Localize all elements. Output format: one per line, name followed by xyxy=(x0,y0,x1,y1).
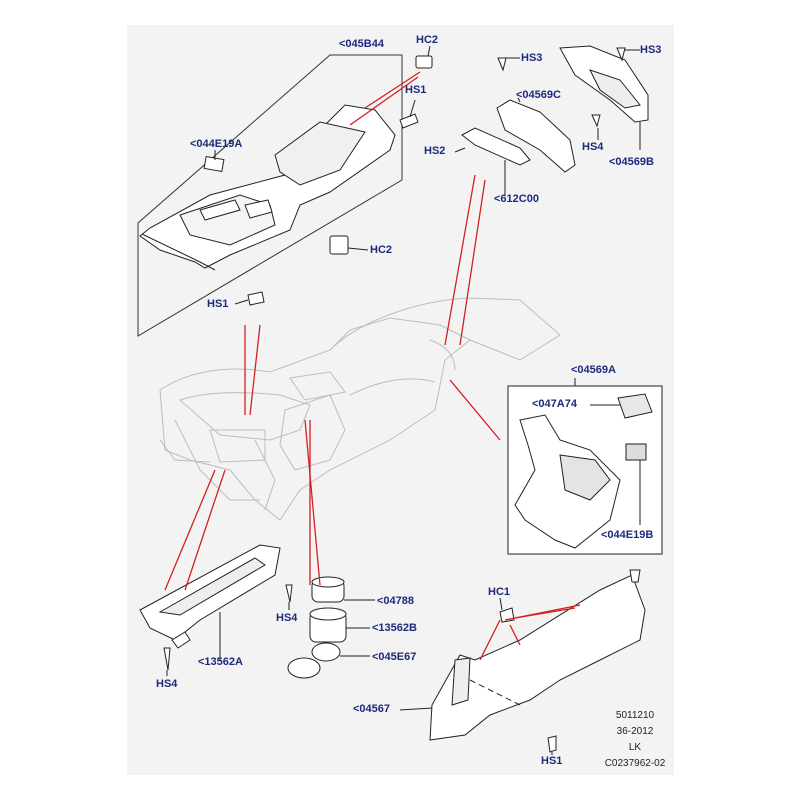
footer-line-2: 36-2012 xyxy=(616,726,654,737)
upper-console-panel xyxy=(137,54,403,337)
footer-line-3: LK xyxy=(628,742,642,753)
callout-hc2-top: HC2 xyxy=(416,34,439,46)
callout-hs4-top: HS4 xyxy=(582,141,604,153)
footer-line-1: 5011210 xyxy=(615,710,655,721)
callout-04567: <04567 xyxy=(353,703,391,715)
footer-line-4: C0237962-02 xyxy=(604,758,666,769)
callout-044e19a: <044E19A xyxy=(190,138,243,150)
callout-hc2-mid: HC2 xyxy=(370,244,393,256)
callout-hs1-top: HS1 xyxy=(405,84,427,96)
callout-hc1: HC1 xyxy=(488,586,511,598)
red-leader-lines xyxy=(164,71,581,661)
callout-hs1-bot: HS1 xyxy=(541,755,563,767)
callout-hs4-mid: HS4 xyxy=(276,612,298,624)
callout-hs4-bot: HS4 xyxy=(156,678,178,690)
callout-04569a: <04569A xyxy=(571,364,616,376)
callout-04569c: <04569C xyxy=(516,89,561,101)
callout-045e67: <045E67 xyxy=(372,651,417,663)
callout-04788: <04788 xyxy=(377,595,415,607)
black-leader-lines xyxy=(166,45,641,755)
callout-04569b: <04569B xyxy=(609,156,654,168)
inset-box-04569a xyxy=(507,385,663,555)
side-panel-04567 xyxy=(429,569,646,753)
callout-13562b: <13562B xyxy=(372,622,417,634)
ghost-console-outline xyxy=(159,297,561,521)
callout-612c00: <612C00 xyxy=(494,193,539,205)
callout-hs2: HS2 xyxy=(424,145,446,157)
lower-parts xyxy=(139,544,347,679)
callout-044e19b: <044E19B xyxy=(601,529,654,541)
callout-045b44: <045B44 xyxy=(339,38,384,50)
callout-hs1-left: HS1 xyxy=(207,298,229,310)
callout-047a74: <047A74 xyxy=(532,398,577,410)
callout-hs3-b: HS3 xyxy=(640,44,662,56)
callout-13562a: <13562A xyxy=(198,656,243,668)
callout-hs3-a: HS3 xyxy=(521,52,543,64)
rear-trim-parts xyxy=(461,45,649,173)
